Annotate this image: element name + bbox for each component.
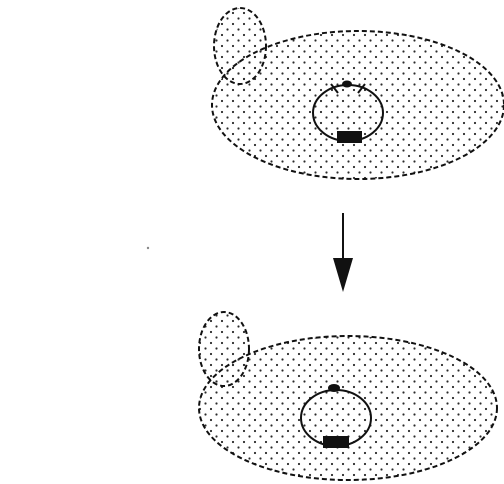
nucleus-dot — [328, 384, 340, 392]
nucleus-dot — [342, 81, 352, 88]
nucleus-bar — [323, 436, 349, 448]
down-arrow-icon — [333, 213, 353, 292]
bud — [214, 8, 266, 84]
stage-before — [212, 8, 504, 179]
stage-after — [199, 312, 497, 480]
nucleus-bar — [337, 131, 362, 143]
bud — [199, 312, 249, 386]
stray-mark — [147, 247, 149, 249]
